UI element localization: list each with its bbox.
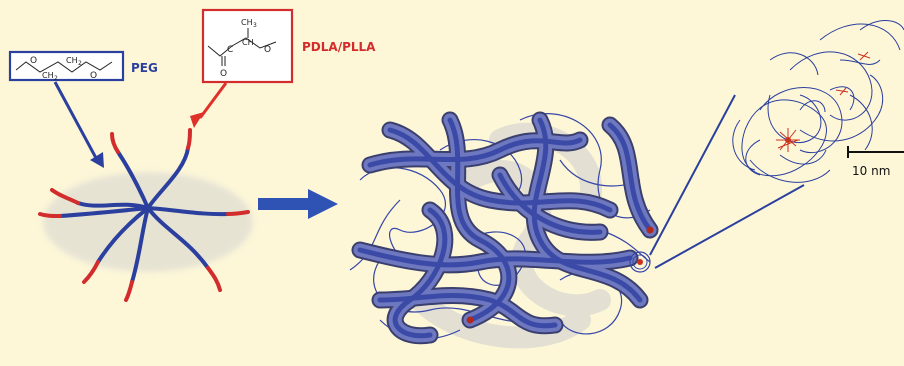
peg-oxygen-1: O xyxy=(30,56,37,66)
pla-formula-box: CH 3 C CH O O xyxy=(203,10,292,82)
pla-oxygen-ether: O xyxy=(264,45,271,55)
pla-oxygen-carbonyl: O xyxy=(220,69,227,79)
pla-pointer-arrow xyxy=(190,83,226,128)
pla-ch3-sub: 3 xyxy=(253,22,257,29)
peg-ch2-a-sub: 2 xyxy=(54,75,58,82)
peg-ch2-b-sub: 2 xyxy=(78,60,82,67)
process-arrow xyxy=(258,189,338,219)
scale-bar-label: 10 nm xyxy=(852,164,890,178)
peg-oxygen-2: O xyxy=(90,71,97,81)
peg-ch2-b: CH xyxy=(66,56,78,65)
scale-bar xyxy=(848,146,904,158)
micelle-small xyxy=(630,252,650,272)
micelle-core xyxy=(785,137,791,143)
peg-formula-box: O CH 2 CH 2 O xyxy=(10,52,123,82)
peg-pointer-arrow xyxy=(55,82,104,168)
pla-ch3: CH xyxy=(241,18,253,27)
peg-ch2-a: CH xyxy=(42,71,54,80)
hydrogel-network xyxy=(350,114,654,339)
rod-end-core xyxy=(647,227,654,234)
pdla-plla-label: PDLA/PLLA xyxy=(302,40,376,54)
zoom-lines xyxy=(650,95,804,268)
pla-ch: CH xyxy=(242,38,254,47)
micelle-cylinder-zoom xyxy=(733,21,904,183)
pla-carbon: C xyxy=(227,45,233,55)
rod-end-core xyxy=(467,317,474,324)
star-polymer xyxy=(40,130,253,300)
peg-label: PEG xyxy=(131,61,158,75)
